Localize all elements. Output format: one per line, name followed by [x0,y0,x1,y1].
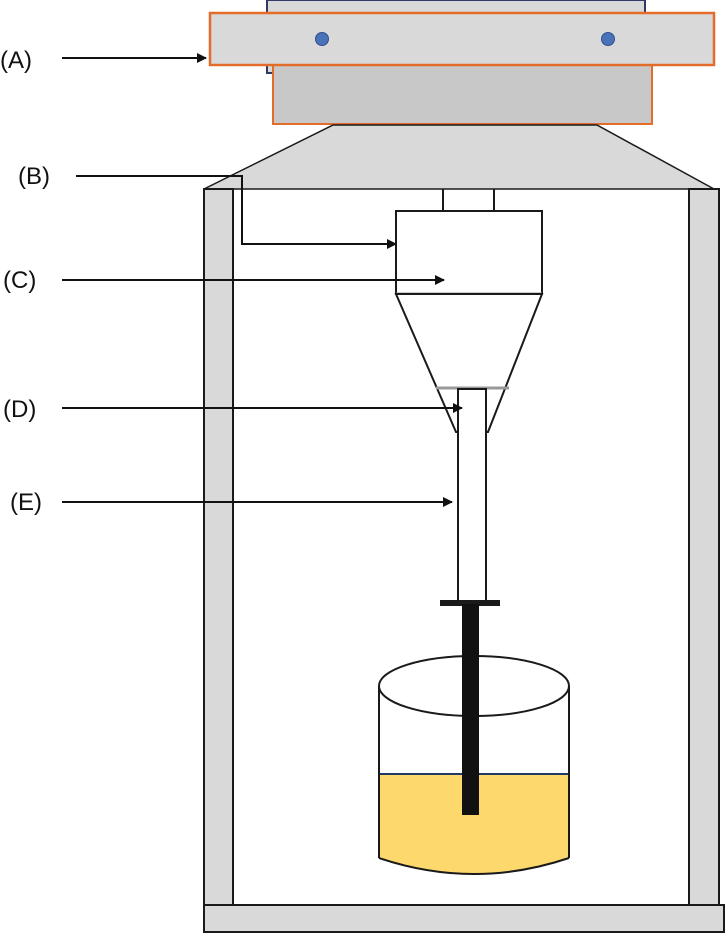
label-b: (B) [18,163,50,190]
beaker-bottom [378,857,570,875]
label-e: (E) [10,489,42,516]
enclosure-right-wall [688,188,720,906]
enclosure-base [203,904,725,933]
nozzle-tube [457,388,487,605]
arrow-b [76,175,397,249]
bolt-right [601,32,615,46]
mounting-plate [208,11,716,67]
reservoir-head [395,210,543,295]
mounting-lower-block [272,63,653,125]
label-a: (A) [0,47,32,74]
bolt-left [315,32,329,46]
tube-flange [440,600,500,606]
enclosure-frame [203,124,725,933]
mounting-plate-assembly [208,0,716,125]
enclosure-left-wall [203,188,234,906]
funnel-cone [394,293,544,433]
label-c: (C) [3,267,36,294]
enclosure-roof [203,124,715,190]
beaker-liquid [379,774,569,874]
label-d: (D) [3,396,36,423]
immersion-rod [462,604,479,815]
